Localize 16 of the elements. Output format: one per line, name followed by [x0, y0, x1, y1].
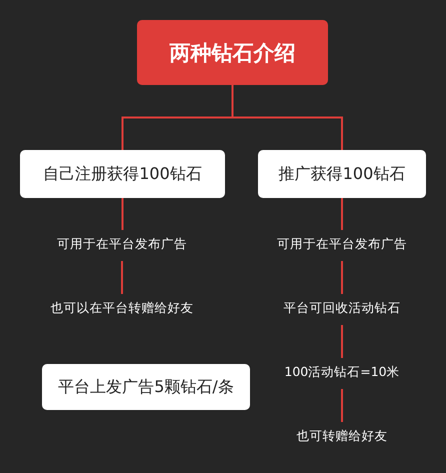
note-text: 平台可回收活动钻石 [284, 300, 400, 317]
connector-line [122, 198, 124, 230]
note-text: 可用于在平台发布广告 [277, 236, 407, 253]
connector-line [341, 325, 343, 358]
topic-box: 自己注册获得100钻石 [20, 150, 225, 198]
connector-line [341, 389, 343, 422]
connector-line [121, 261, 123, 294]
topic-box: 平台上发广告5颗钻石/条 [42, 364, 250, 410]
connector-line [341, 261, 343, 294]
note-text: 可用于在平台发布广告 [57, 236, 187, 253]
connector-line [341, 198, 343, 230]
note-text: 100活动钻石=10米 [284, 364, 400, 381]
topic-box: 推广获得100钻石 [258, 150, 426, 198]
title-box: 两种钻石介绍 [137, 20, 328, 85]
note-text: 也可转赠给好友 [296, 428, 388, 445]
note-text: 也可以在平台转赠给好友 [50, 300, 194, 317]
